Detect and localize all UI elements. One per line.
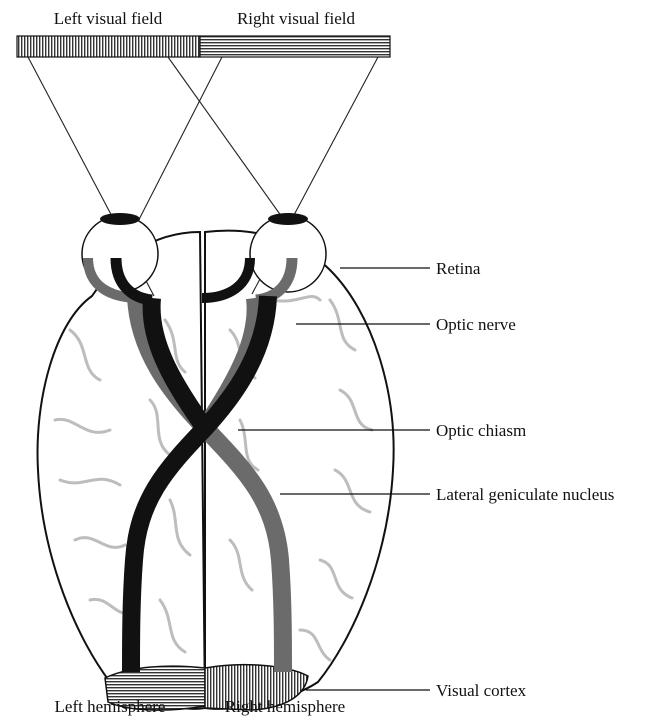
- left-hemisphere-label: Left hemisphere: [55, 697, 166, 716]
- retina-label: Retina: [436, 259, 481, 278]
- optic-chiasm-label: Optic chiasm: [436, 421, 526, 440]
- visual-cortex-label: Visual cortex: [436, 681, 527, 700]
- left-hemisphere-outline: [38, 232, 205, 709]
- optic-nerve-label: Optic nerve: [436, 315, 516, 334]
- right-hemisphere-label: Right hemisphere: [225, 697, 345, 716]
- right-visual-field-label: Right visual field: [237, 9, 356, 28]
- lgn-label: Lateral geniculate nucleus: [436, 485, 614, 504]
- left-visual-field-bar: [17, 36, 200, 57]
- left-visual-field-label: Left visual field: [54, 9, 163, 28]
- right-visual-field-bar: [200, 36, 390, 57]
